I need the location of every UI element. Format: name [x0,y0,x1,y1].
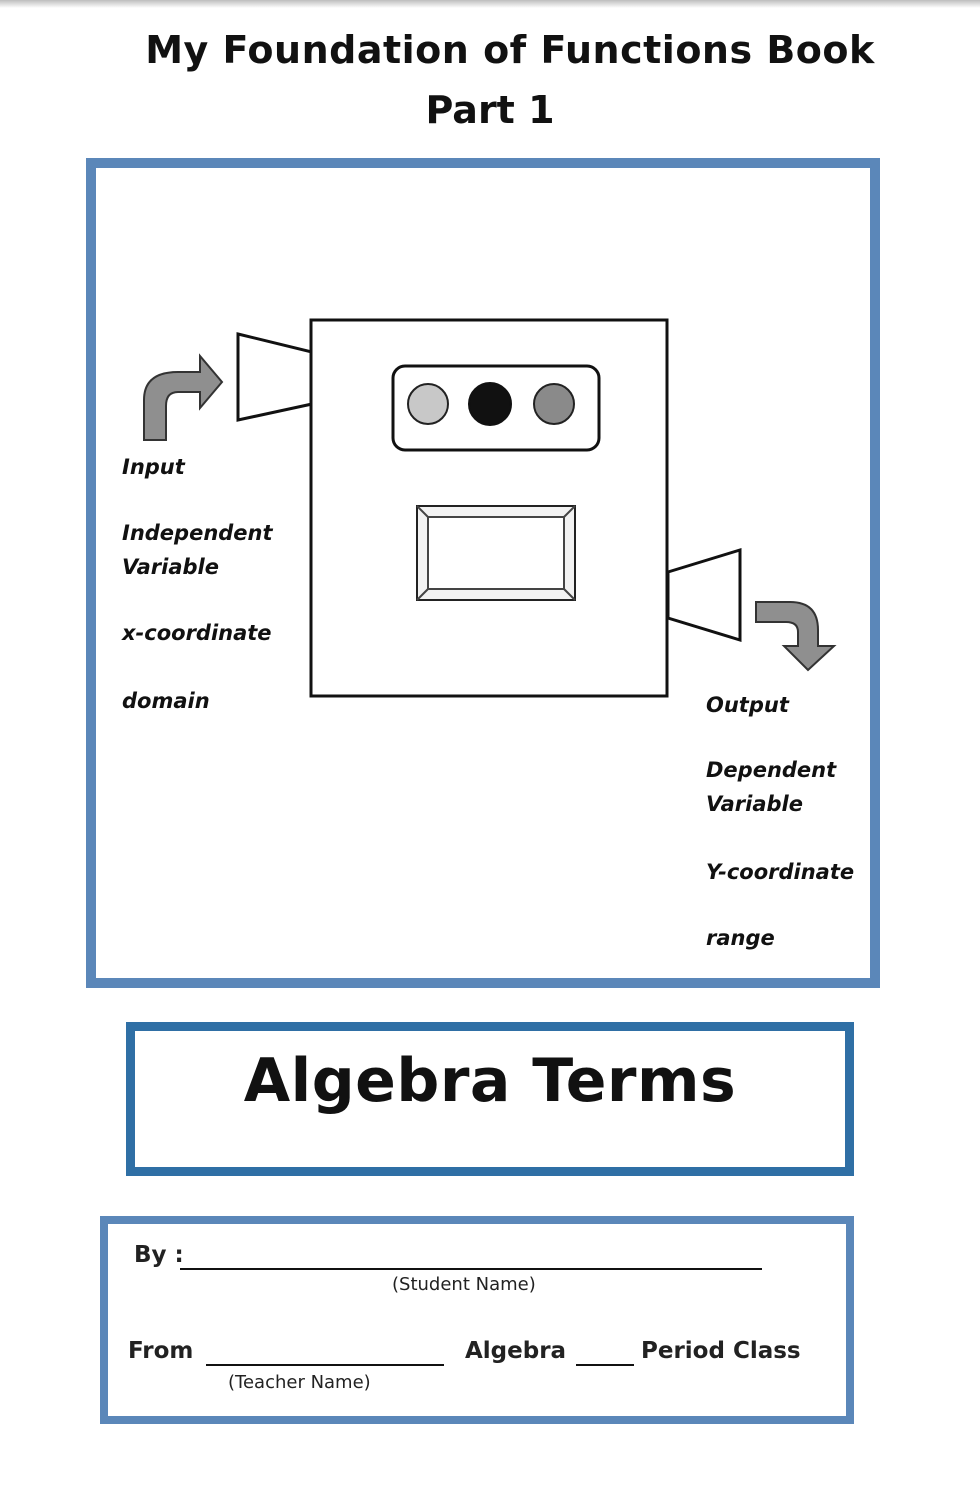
output-variable-label: Variable [706,792,803,816]
book-title: My Foundation of Functions Book [145,28,875,72]
name-form-frame [100,1216,854,1424]
algebra-terms-title: Algebra Terms [243,1046,737,1116]
mid-button-icon [533,383,575,425]
independent-label: Independent [122,521,273,545]
input-arrow-icon [143,353,224,441]
by-label: By : [134,1242,184,1268]
teacher-name-line[interactable] [206,1364,444,1366]
period-class-label: Period Class [641,1338,801,1364]
output-funnel [666,547,742,643]
student-name-caption: (Student Name) [392,1274,536,1295]
student-name-line[interactable] [180,1268,762,1270]
machine-screen-inner [427,516,565,590]
teacher-name-caption: (Teacher Name) [228,1372,371,1393]
input-variable-label: Variable [122,555,219,579]
x-coordinate-label: x-coordinate [122,621,272,645]
range-label: range [706,926,775,950]
period-line[interactable] [576,1364,634,1366]
input-funnel [236,332,314,422]
function-machine-diagram [143,318,837,698]
book-subtitle: Part 1 [425,88,555,132]
input-label: Input [122,455,185,479]
domain-label: domain [122,689,210,713]
light-button-icon [407,383,449,425]
dependent-label: Dependent [706,758,837,782]
output-label: Output [706,693,789,717]
output-arrow-icon [755,601,837,672]
y-coordinate-label: Y-coordinate [706,860,855,884]
page-top-edge [0,0,980,8]
diagram-frame [86,158,880,988]
algebra-label: Algebra [465,1338,567,1364]
from-label: From [128,1338,194,1364]
dark-button-icon [468,382,512,426]
terms-frame [126,1022,854,1176]
